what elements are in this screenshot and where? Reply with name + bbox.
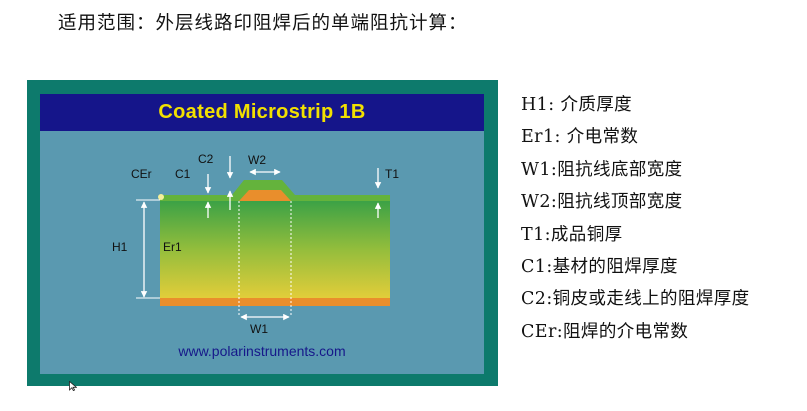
legend-item-c1: C1:基材的阻焊厚度: [521, 257, 678, 278]
coated-microstrip-figure: Coated Microstrip 1B: [27, 80, 498, 386]
mouse-cursor-icon: [69, 381, 77, 391]
legend-item-t1: T1:成品铜厚: [521, 224, 623, 245]
label-c1: C1: [175, 167, 191, 181]
legend-item-c2: C2:铜皮或走线上的阻焊厚度: [521, 289, 750, 310]
page-heading: 适用范围：外层线路印阻焊后的单端阻抗计算：: [58, 13, 468, 34]
label-cer: CEr: [131, 167, 152, 181]
legend-item-cer: CEr:阻焊的介电常数: [521, 321, 689, 342]
microstrip-diagram: CEr C1 C2 W2 T1 H1 Er1 W1 www.polarinstr…: [112, 152, 399, 359]
label-w2: W2: [248, 153, 266, 167]
legend-item-w2: W2:阻抗线顶部宽度: [521, 192, 683, 213]
ground-plane: [160, 298, 390, 306]
dielectric-substrate: [160, 200, 390, 298]
legend-item-h1: H1: 介质厚度: [521, 95, 633, 115]
legend-item-w1: W1:阻抗线底部宽度: [521, 159, 683, 180]
figure-url: www.polarinstruments.com: [177, 343, 345, 359]
legend-item-er1: Er1: 介电常数: [521, 127, 639, 148]
label-t1: T1: [385, 167, 399, 181]
figure-title: Coated Microstrip 1B: [158, 101, 366, 123]
label-w1: W1: [250, 322, 268, 336]
figure-title-bar: Coated Microstrip 1B: [40, 94, 484, 131]
label-c2: C2: [198, 152, 214, 166]
figure-panel: Coated Microstrip 1B: [40, 94, 484, 374]
copper-trace: [239, 190, 291, 201]
cer-point-marker: [158, 194, 164, 200]
parameter-legend: H1: 介质厚度 Er1: 介电常数 W1:阻抗线底部宽度 W2:阻抗线顶部宽度…: [521, 89, 750, 348]
label-h1: H1: [112, 240, 128, 254]
label-er1: Er1: [163, 240, 182, 254]
